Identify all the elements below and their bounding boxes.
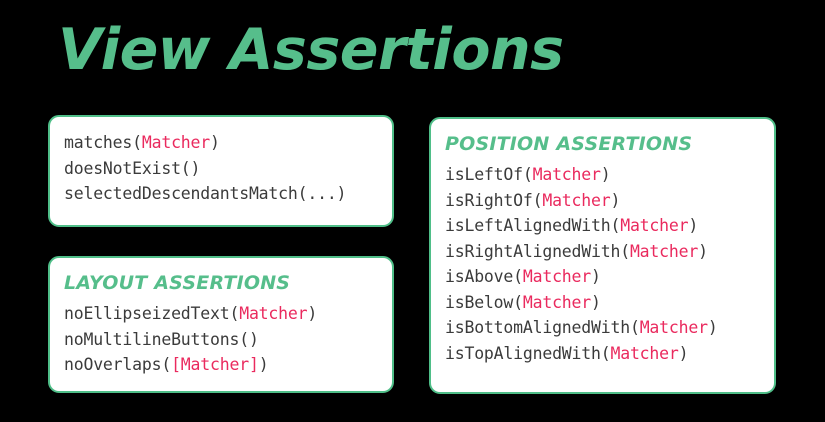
api-name: selectedDescendantsMatch(...) bbox=[64, 184, 347, 203]
api-argument: Matcher bbox=[141, 133, 211, 152]
api-paren-close: ) bbox=[688, 216, 699, 235]
card-body: POSITION ASSERTIONS isLeftOf(Matcher)isR… bbox=[431, 119, 774, 366]
card-header-layout-assertions: LAYOUT ASSERTIONS bbox=[64, 272, 291, 294]
api-paren-close: ) bbox=[678, 343, 689, 363]
api-argument: Matcher bbox=[639, 318, 708, 337]
api-signature: selectedDescendantsMatch(...) bbox=[64, 181, 392, 207]
api-signature: doesNotExist() bbox=[64, 156, 392, 182]
api-argument: Matcher bbox=[522, 267, 592, 286]
api-paren-close: ) bbox=[707, 318, 718, 337]
api-name: isBottomAlignedWith( bbox=[445, 318, 640, 337]
api-paren-close: ) bbox=[600, 165, 611, 184]
api-signature: isBelow(Matcher) bbox=[445, 290, 774, 316]
api-signature: isTopAlignedWith(Matcher) bbox=[445, 341, 774, 367]
api-argument: [Matcher] bbox=[171, 355, 259, 374]
api-name: isRightAlignedWith( bbox=[445, 241, 630, 261]
api-name: noEllipseizedText( bbox=[64, 304, 240, 323]
api-signature: isRightAlignedWith(Matcher) bbox=[445, 239, 774, 265]
api-argument: Matcher bbox=[239, 304, 308, 323]
api-name: matches( bbox=[64, 133, 142, 152]
api-list-view-matchers: matches(Matcher)doesNotExist()selectedDe… bbox=[64, 130, 392, 207]
api-signature: noOverlaps([Matcher]) bbox=[64, 352, 392, 378]
api-name: isTopAlignedWith( bbox=[445, 343, 611, 363]
api-signature: noMultilineButtons() bbox=[64, 327, 392, 353]
api-signature: isLeftAlignedWith(Matcher) bbox=[445, 213, 774, 239]
api-paren-close: ) bbox=[258, 355, 269, 374]
api-argument: Matcher bbox=[610, 343, 679, 363]
api-name: isLeftAlignedWith( bbox=[445, 216, 621, 235]
api-paren-close: ) bbox=[210, 133, 220, 152]
card-body: matches(Matcher)doesNotExist()selectedDe… bbox=[50, 117, 392, 207]
api-paren-close: ) bbox=[591, 267, 601, 286]
api-signature: isBottomAlignedWith(Matcher) bbox=[445, 315, 774, 341]
card-view-matchers: matches(Matcher)doesNotExist()selectedDe… bbox=[48, 115, 394, 227]
api-list-position-assertions: isLeftOf(Matcher)isRightOf(Matcher)isLef… bbox=[445, 162, 774, 366]
api-argument: Matcher bbox=[542, 190, 611, 210]
api-paren-close: ) bbox=[698, 241, 708, 261]
api-name: isBelow( bbox=[445, 292, 523, 312]
api-name: noMultilineButtons() bbox=[64, 329, 259, 349]
api-argument: Matcher bbox=[522, 292, 592, 312]
api-name: isRightOf( bbox=[445, 190, 543, 210]
api-paren-close: ) bbox=[591, 292, 601, 312]
api-name: isLeftOf( bbox=[445, 165, 533, 184]
api-paren-close: ) bbox=[610, 190, 621, 210]
api-signature: noEllipseizedText(Matcher) bbox=[64, 301, 392, 327]
api-argument: Matcher bbox=[629, 241, 699, 261]
card-body: LAYOUT ASSERTIONS noEllipseizedText(Matc… bbox=[50, 258, 392, 378]
api-name: noOverlaps( bbox=[64, 355, 172, 374]
page-title: View Assertions bbox=[58, 17, 564, 83]
card-position-assertions: POSITION ASSERTIONS isLeftOf(Matcher)isR… bbox=[429, 117, 776, 394]
api-signature: isAbove(Matcher) bbox=[445, 264, 774, 290]
card-layout-assertions: LAYOUT ASSERTIONS noEllipseizedText(Matc… bbox=[48, 256, 394, 393]
api-paren-close: ) bbox=[307, 304, 318, 323]
api-argument: Matcher bbox=[532, 165, 601, 184]
api-name: isAbove( bbox=[445, 267, 523, 286]
card-header-position-assertions: POSITION ASSERTIONS bbox=[445, 133, 693, 155]
api-argument: Matcher bbox=[620, 216, 689, 235]
api-list-layout-assertions: noEllipseizedText(Matcher)noMultilineBut… bbox=[64, 301, 392, 378]
api-signature: isLeftOf(Matcher) bbox=[445, 162, 774, 188]
api-signature: matches(Matcher) bbox=[64, 130, 392, 156]
api-signature: isRightOf(Matcher) bbox=[445, 188, 774, 214]
api-name: doesNotExist() bbox=[64, 158, 201, 178]
